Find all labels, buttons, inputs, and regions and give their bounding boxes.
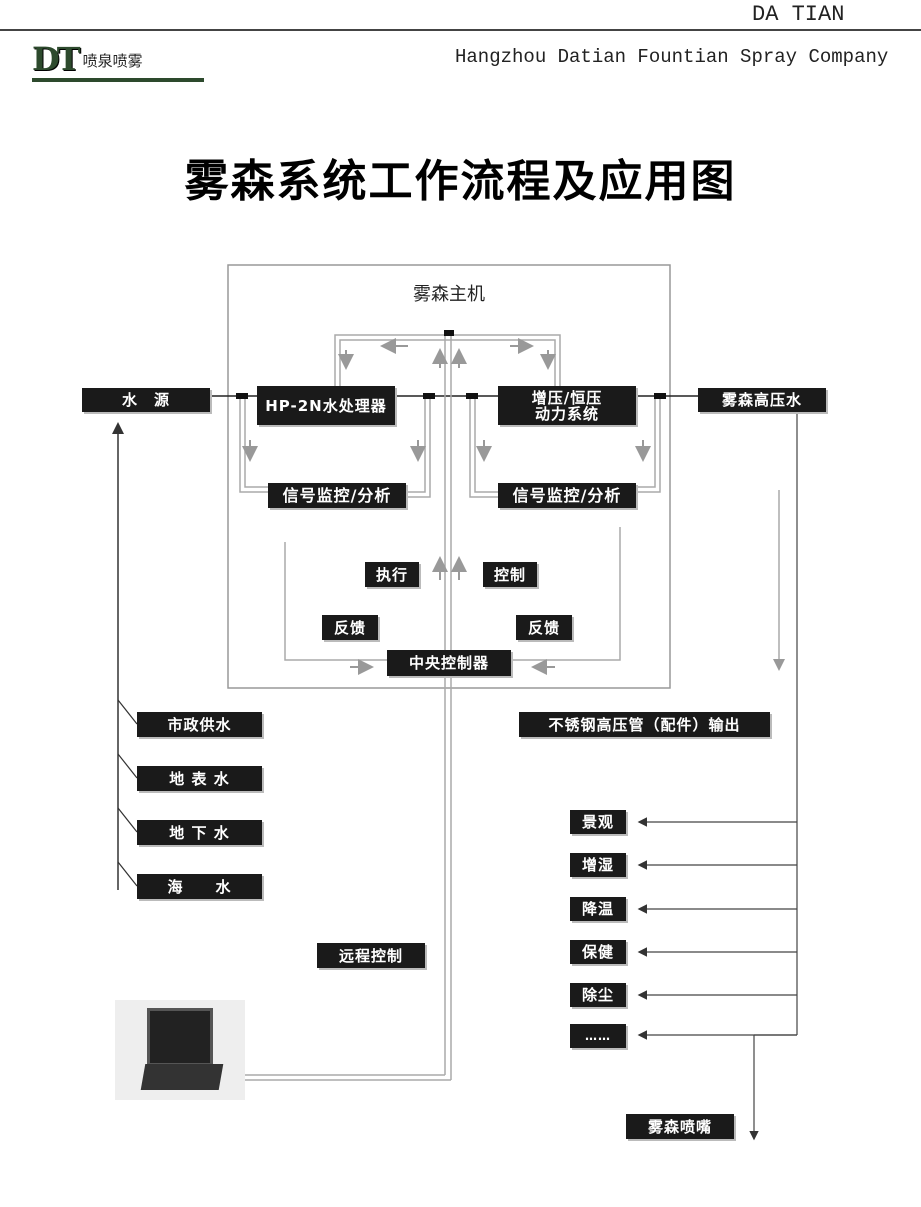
logo: DT 喷泉喷雾: [32, 40, 204, 82]
high-pressure-water-box: 雾森高压水: [698, 388, 826, 412]
app-cooling: 降温: [570, 897, 626, 921]
laptop-icon: [115, 1000, 245, 1100]
app-humidify: 增湿: [570, 853, 626, 877]
pressure-system-box: 增压/恒压 动力系统: [498, 386, 636, 425]
water-treatment-box: HP-2N水处理器: [257, 386, 395, 425]
page-title: 雾森系统工作流程及应用图: [184, 156, 737, 207]
execute-box: 执行: [365, 562, 419, 587]
feedback-right-box: 反馈: [516, 615, 572, 640]
signal-monitor-left: 信号监控/分析: [268, 483, 406, 508]
host-label: 雾森主机: [413, 284, 485, 305]
pipe-output-box: 不锈钢高压管（配件）输出: [519, 712, 770, 737]
logo-text: 喷泉喷雾: [82, 52, 143, 70]
source-municipal: 市政供水: [137, 712, 262, 737]
app-more: ……: [570, 1024, 626, 1048]
app-health: 保健: [570, 940, 626, 964]
control-box: 控制: [483, 562, 537, 587]
brand-right: DA TIAN: [752, 2, 845, 27]
company-name: Hangzhou Datian Fountian Spray Company: [455, 46, 889, 68]
remote-control-box: 远程控制: [317, 943, 425, 968]
pressure-line-2: 动力系统: [534, 404, 599, 423]
feedback-left-box: 反馈: [322, 615, 378, 640]
source-ground: 地 下 水: [137, 820, 262, 845]
header-rule: [0, 29, 921, 31]
water-source-box: 水 源: [82, 388, 210, 412]
pressure-line-1: 增压/恒压: [531, 388, 603, 407]
signal-monitor-right: 信号监控/分析: [498, 483, 636, 508]
central-controller-box: 中央控制器: [387, 650, 511, 676]
nozzle-box: 雾森喷嘴: [626, 1114, 734, 1139]
source-surface: 地 表 水: [137, 766, 262, 791]
source-sea: 海 水: [137, 874, 262, 899]
logo-letters: DT: [32, 40, 81, 78]
app-dust: 除尘: [570, 983, 626, 1007]
app-landscape: 景观: [570, 810, 626, 834]
